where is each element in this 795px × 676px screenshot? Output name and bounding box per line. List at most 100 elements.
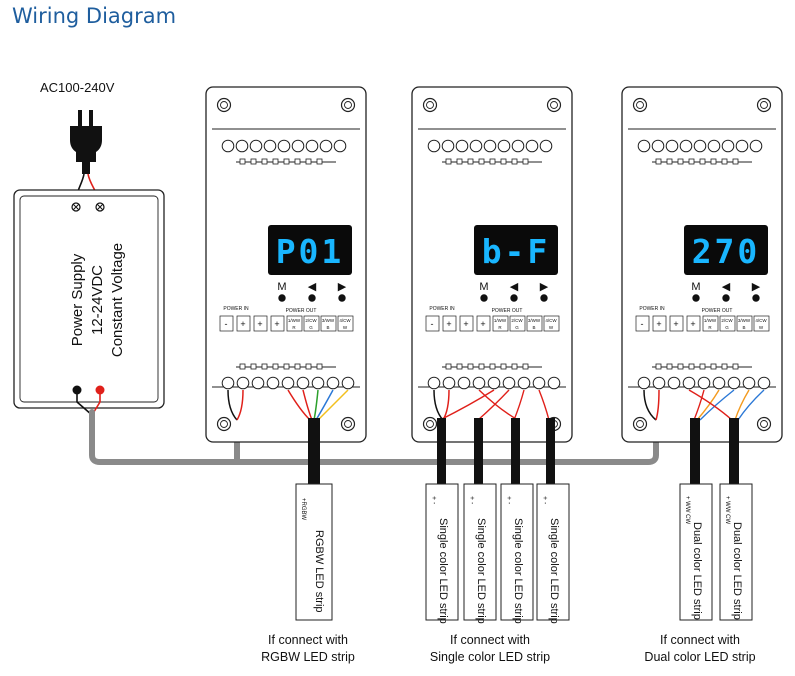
- decoder-3-display: 270: [692, 232, 761, 271]
- single-led-strip-4: + - Single color LED strip: [536, 483, 570, 624]
- rgbw-strip-label: RGBW LED strip: [313, 530, 325, 613]
- svg-text:+ WW CW: + WW CW: [684, 496, 690, 524]
- svg-text:+: +: [463, 319, 468, 329]
- svg-text:3/WW: 3/WW: [322, 318, 335, 323]
- svg-text:+ -: + -: [541, 496, 548, 505]
- svg-text:2/CW: 2/CW: [721, 318, 733, 323]
- svg-text:1/WW: 1/WW: [494, 318, 507, 323]
- left-button-label: ◀: [510, 281, 519, 293]
- power-supply: Power Supply 12-24VDC Constant Voltage: [13, 189, 165, 409]
- right-button-label: ▶: [752, 281, 761, 293]
- mode-button[interactable]: [480, 294, 488, 302]
- decoder-3: 270 M ◀ ▶ POWER IN POWER OUT - + + + 1/WW 2/…: [621, 86, 783, 443]
- mode-button-label: M: [479, 281, 488, 293]
- left-button[interactable]: [308, 294, 316, 302]
- svg-text:G: G: [309, 325, 313, 330]
- svg-text:W: W: [759, 325, 764, 330]
- mode-button[interactable]: [692, 294, 700, 302]
- svg-text:+: +: [656, 319, 661, 329]
- svg-text:B: B: [532, 325, 535, 330]
- svg-text:B: B: [326, 325, 329, 330]
- left-button-label: ◀: [722, 281, 731, 293]
- svg-text:+: +: [446, 319, 451, 329]
- svg-text:-: -: [641, 319, 644, 329]
- power-supply-line-1: Power Supply: [69, 253, 86, 346]
- svg-text:+: +: [274, 319, 279, 329]
- ac-input-label: AC100-240V: [40, 80, 115, 95]
- power-supply-line-3: Constant Voltage: [109, 243, 126, 357]
- svg-text:+: +: [240, 319, 245, 329]
- decoder-2-display: b-F: [482, 232, 551, 271]
- svg-text:G: G: [725, 325, 729, 330]
- right-button[interactable]: [540, 294, 548, 302]
- decoder-1-display: P01: [276, 232, 345, 271]
- svg-text:Single color LED strip: Single color LED strip: [437, 518, 449, 624]
- right-button-label: ▶: [338, 281, 347, 293]
- svg-text:-: -: [431, 319, 434, 329]
- single-led-strip-3: + - Single color LED strip: [500, 483, 534, 624]
- caption-rgbw: If connect with RGBW LED strip: [261, 633, 355, 664]
- svg-text:+ -: + -: [468, 496, 475, 505]
- rgbw-cable: [308, 418, 320, 488]
- left-button[interactable]: [510, 294, 518, 302]
- svg-text:POWER OUT: POWER OUT: [286, 308, 317, 314]
- svg-text:2/CW: 2/CW: [511, 318, 523, 323]
- mode-button-label: M: [691, 281, 700, 293]
- svg-text:Single color LED strip: Single color LED strip: [475, 518, 487, 624]
- svg-text:Dual color LED strip: Dual color LED strip: [691, 522, 703, 620]
- svg-text:1/WW: 1/WW: [704, 318, 717, 323]
- svg-text:+: +: [257, 319, 262, 329]
- dual-led-strip-2: + WW CW Dual color LED strip: [719, 483, 753, 621]
- svg-text:4/CW: 4/CW: [339, 318, 351, 323]
- svg-text:4/CW: 4/CW: [545, 318, 557, 323]
- svg-text:2/CW: 2/CW: [305, 318, 317, 323]
- mode-button[interactable]: [278, 294, 286, 302]
- decoder-2: b-F M ◀ ▶ POWER IN POWER OUT - + + + 1/WW 2/…: [411, 86, 573, 443]
- single-led-strip-1: + - Single color LED strip: [425, 483, 459, 624]
- left-button[interactable]: [722, 294, 730, 302]
- svg-text:4/CW: 4/CW: [755, 318, 767, 323]
- caption-dual: If connect with Dual color LED strip: [644, 633, 756, 664]
- svg-text:Dual color LED strip: Dual color LED strip: [731, 522, 743, 620]
- svg-text:+ WW CW: + WW CW: [724, 496, 730, 524]
- svg-text:3/WW: 3/WW: [738, 318, 751, 323]
- svg-text:W: W: [343, 325, 348, 330]
- page-title: Wiring Diagram: [12, 4, 177, 28]
- left-button-label: ◀: [308, 281, 317, 293]
- right-button[interactable]: [338, 294, 346, 302]
- svg-text:+: +: [690, 319, 695, 329]
- svg-text:+RGBW: +RGBW: [300, 498, 306, 521]
- svg-text:B: B: [742, 325, 745, 330]
- ac-plug-icon: [70, 110, 102, 174]
- svg-text:+ -: + -: [430, 496, 437, 505]
- svg-text:POWER IN: POWER IN: [429, 306, 455, 312]
- svg-text:POWER IN: POWER IN: [639, 306, 665, 312]
- right-button[interactable]: [752, 294, 760, 302]
- power-supply-line-2: 12-24VDC: [89, 265, 106, 335]
- svg-text:POWER OUT: POWER OUT: [702, 308, 733, 314]
- single-led-strip-2: + - Single color LED strip: [463, 483, 497, 624]
- svg-text:W: W: [549, 325, 554, 330]
- mode-button-label: M: [277, 281, 286, 293]
- svg-text:G: G: [515, 325, 519, 330]
- svg-text:1/WW: 1/WW: [288, 318, 301, 323]
- svg-text:R: R: [708, 325, 712, 330]
- svg-text:R: R: [292, 325, 296, 330]
- power-bus-cable: [89, 409, 659, 465]
- svg-text:R: R: [498, 325, 502, 330]
- svg-text:+: +: [480, 319, 485, 329]
- right-button-label: ▶: [540, 281, 549, 293]
- svg-text:Single color LED strip: Single color LED strip: [548, 518, 560, 624]
- svg-text:Single color LED strip: Single color LED strip: [512, 518, 524, 624]
- rgbw-led-strip: +RGBW RGBW LED strip: [295, 483, 333, 621]
- decoder-1: P01 M ◀ ▶ POWER IN POWER OUT - + + + 1/WW 2/…: [205, 86, 367, 443]
- svg-text:-: -: [225, 319, 228, 329]
- caption-single: If connect with Single color LED strip: [429, 633, 551, 664]
- svg-text:POWER OUT: POWER OUT: [492, 308, 523, 314]
- svg-text:POWER IN: POWER IN: [223, 306, 249, 312]
- svg-text:+ -: + -: [505, 496, 512, 505]
- svg-text:3/WW: 3/WW: [528, 318, 541, 323]
- dual-led-strip-1: + WW CW Dual color LED strip: [679, 483, 713, 621]
- svg-text:+: +: [673, 319, 678, 329]
